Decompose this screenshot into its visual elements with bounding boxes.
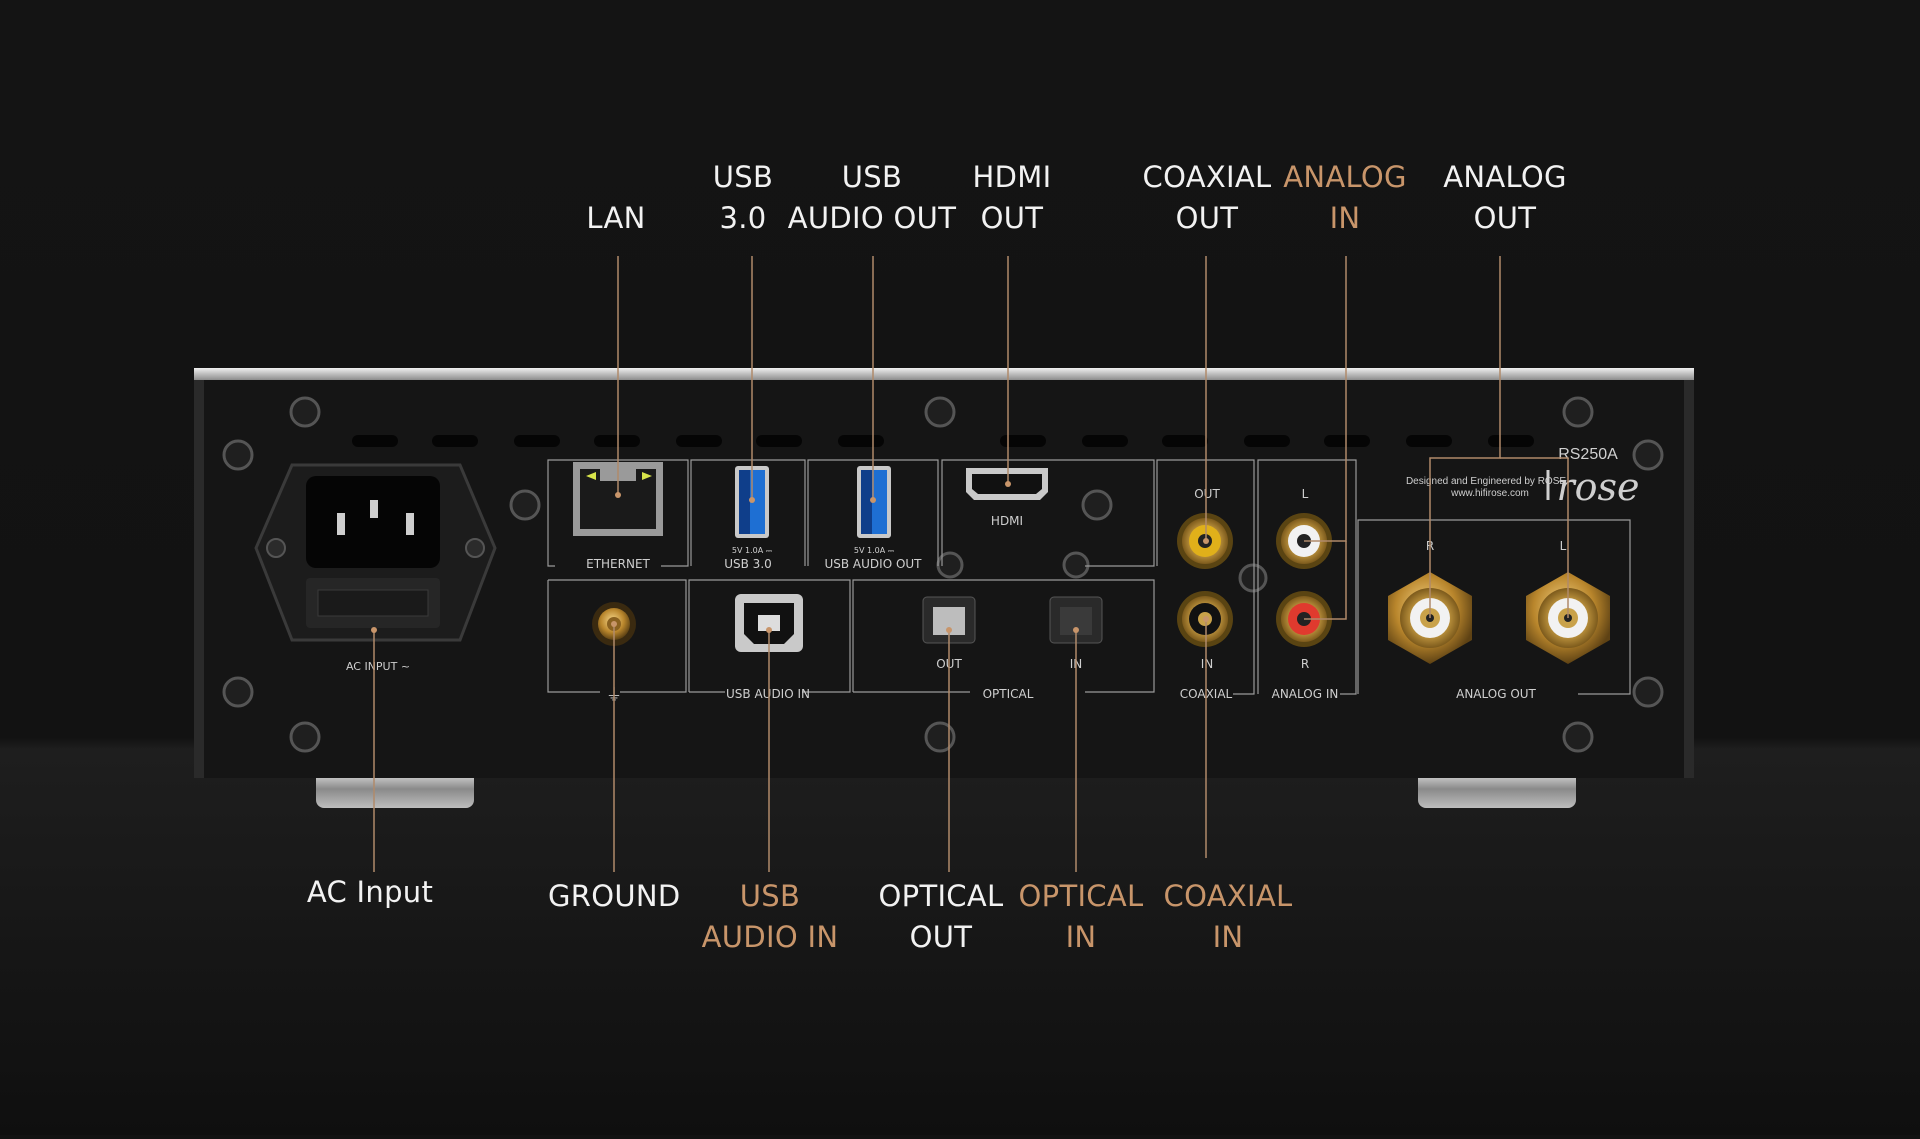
callout-line: USB — [712, 160, 774, 194]
callout-hdmi-out: HDMI OUT — [950, 157, 1074, 239]
callout-line: OUT — [1175, 201, 1239, 235]
analog-out-l-label: L — [1560, 539, 1567, 553]
callout-ac-input: AC Input — [298, 872, 442, 913]
callout-line: IN — [1329, 201, 1361, 235]
brand-logo: rose — [1556, 465, 1639, 509]
panel-section-frames — [547, 459, 1631, 695]
callout-line: IN — [1212, 920, 1244, 954]
vent-slots — [352, 435, 1534, 447]
ac-inlet — [254, 463, 497, 642]
coax-out-panel-label: OUT — [1194, 487, 1220, 501]
callout-optical-out: OPTICAL OUT — [876, 876, 1006, 958]
callout-line: OUT — [1473, 201, 1537, 235]
callout-line: ANALOG — [1443, 160, 1567, 194]
coax-in-panel-label: IN — [1201, 657, 1214, 671]
left-foot — [316, 770, 474, 808]
callout-line: ANALOG — [1283, 160, 1407, 194]
callout-usb-audio-in: USB AUDIO IN — [700, 876, 840, 958]
callout-line: OPTICAL — [878, 879, 1004, 913]
callout-usb30: USB 3.0 — [688, 157, 798, 239]
ac-input-panel-label: AC INPUT ~ — [346, 660, 410, 673]
optical-panel-label: OPTICAL — [983, 687, 1034, 701]
ethernet-panel-label: ETHERNET — [586, 557, 650, 571]
callout-line: GROUND — [548, 879, 681, 913]
callout-analog-out: ANALOG OUT — [1440, 157, 1570, 239]
usb30-panel-label: USB 3.0 — [724, 557, 772, 571]
callout-line: USB — [841, 160, 903, 194]
callout-line: AC Input — [306, 875, 434, 909]
callout-line: AUDIO OUT — [787, 201, 957, 235]
credit-line1: Designed and Engineered by ROSE — [1406, 476, 1566, 487]
analog-out-panel-label: ANALOG OUT — [1456, 687, 1536, 701]
usb-audio-in-port — [735, 594, 803, 652]
usb30-rating-label: 5V 1.0A ⎓ — [732, 546, 773, 555]
model-label: RS250A — [1558, 446, 1618, 463]
analog-in-r-label: R — [1301, 657, 1309, 671]
chassis-top-edge — [194, 368, 1694, 380]
callout-line: AUDIO IN — [701, 920, 839, 954]
usb-audio-in-panel-label: USB AUDIO IN — [726, 687, 810, 701]
callout-ground: GROUND — [548, 876, 681, 917]
credit-line2: www.hifirose.com — [1450, 488, 1529, 499]
callout-line: USB — [739, 879, 801, 913]
callout-line: COAXIAL — [1142, 160, 1272, 194]
ethernet-port — [573, 462, 663, 536]
usb-audio-out-panel-label: USB AUDIO OUT — [824, 557, 922, 571]
analog-in-l-label: L — [1302, 487, 1309, 501]
callout-line: 3.0 — [719, 201, 767, 235]
callout-line: OUT — [909, 920, 973, 954]
right-foot — [1418, 770, 1576, 808]
callout-optical-in: OPTICAL IN — [1016, 876, 1146, 958]
callout-analog-in: ANALOG IN — [1282, 157, 1408, 239]
callout-line: OPTICAL — [1018, 879, 1144, 913]
callout-coaxial-in: COAXIAL IN — [1160, 876, 1296, 958]
coax-in-jack — [1177, 591, 1233, 647]
screws — [222, 396, 1664, 753]
leader-lines — [371, 256, 1569, 872]
callout-line: LAN — [586, 201, 646, 235]
callout-usb-audio-out: USB AUDIO OUT — [782, 157, 962, 239]
callout-line: OUT — [980, 201, 1044, 235]
callout-lan: LAN — [556, 198, 676, 239]
hdmi-panel-label: HDMI — [991, 514, 1023, 528]
analog-in-panel-label: ANALOG IN — [1272, 687, 1339, 701]
callout-line: HDMI — [972, 160, 1052, 194]
callout-coaxial-out: COAXIAL OUT — [1136, 157, 1278, 239]
callout-line: IN — [1065, 920, 1097, 954]
usb-audio-out-rating-label: 5V 1.0A ⎓ — [854, 546, 895, 555]
callout-line: COAXIAL — [1163, 879, 1293, 913]
